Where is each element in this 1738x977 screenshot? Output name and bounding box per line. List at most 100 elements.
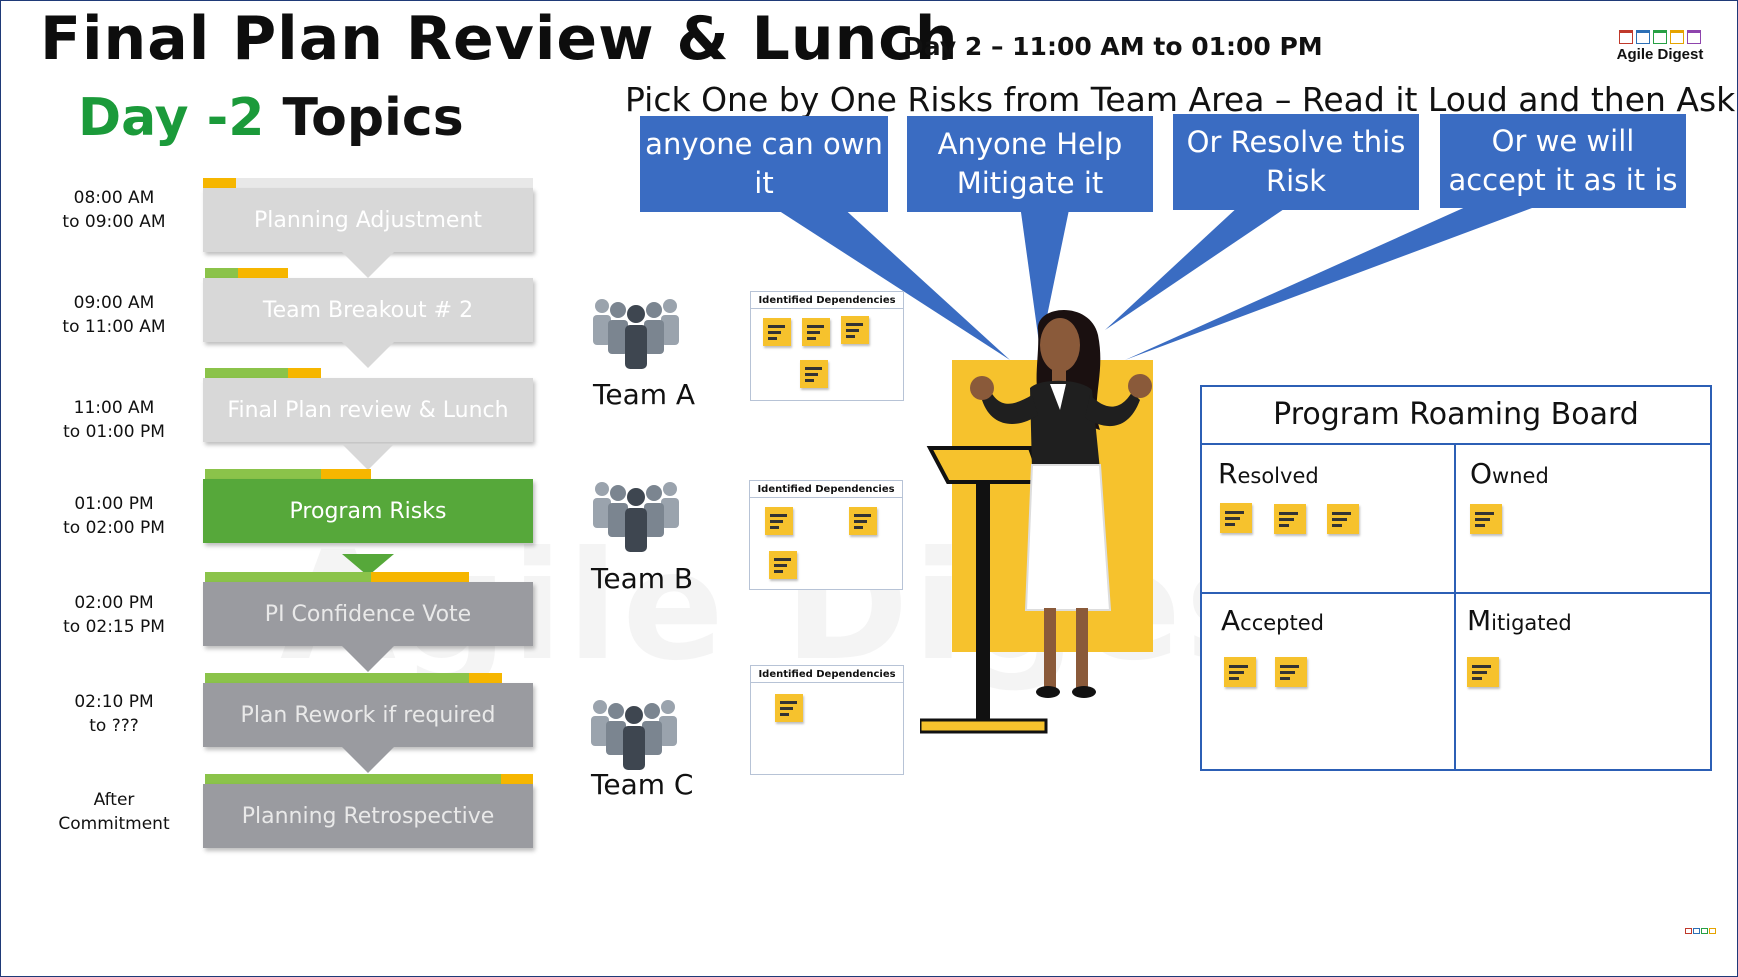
callout-accept: Or we will accept it as it is <box>1440 114 1686 208</box>
topics-heading-label: Topics <box>282 88 464 148</box>
sticky-note-icon <box>1327 504 1359 534</box>
presenter-left-shoe <box>1036 686 1060 698</box>
presenter-neck <box>1052 368 1066 384</box>
dependencies-board-team-b: Identified Dependencies <box>749 480 903 590</box>
schedule-step-current: Program Risks <box>203 479 533 543</box>
presenter-left-leg <box>1044 608 1056 688</box>
callout-resolve: Or Resolve this Risk <box>1173 114 1419 210</box>
corner-logo-icon <box>1680 928 1720 944</box>
sticky-note-icon <box>800 360 828 388</box>
team-people-icon <box>593 299 679 369</box>
time-end: to 01:00 PM <box>63 422 165 442</box>
time-start: 11:00 AM <box>73 398 155 418</box>
schedule-step: Planning Adjustment <box>203 188 533 252</box>
dependencies-board-team-a: Identified Dependencies <box>750 291 904 401</box>
progress-bar <box>371 572 469 584</box>
schedule-step: Team Breakout # 2 <box>203 278 533 342</box>
callout-tail <box>1105 205 1290 330</box>
slide-title: Final Plan Review & Lunch <box>40 4 959 74</box>
schedule-time: 02:10 PM to ??? <box>44 690 184 738</box>
sticky-note-icon <box>802 318 830 346</box>
section-label: wned <box>1492 464 1549 488</box>
section-label: ccepted <box>1240 611 1324 635</box>
progress-bar <box>205 572 371 584</box>
schedule-step: Plan Rework if required <box>203 683 533 747</box>
board-section-mitigated: Mitigated <box>1467 604 1572 637</box>
down-arrow-icon <box>342 342 394 368</box>
time-start: After Commitment <box>58 790 170 834</box>
dependencies-board-team-c: Identified Dependencies <box>750 665 904 775</box>
board-section-resolved: Resolved <box>1218 457 1319 490</box>
progress-bar <box>288 368 321 380</box>
presenter-collar <box>1050 384 1066 410</box>
time-end: to 02:00 PM <box>63 518 165 538</box>
team-a-label: Team A <box>593 378 696 411</box>
progress-bar-track <box>236 178 533 190</box>
board-section-accepted: Accepted <box>1221 604 1324 637</box>
time-start: 02:10 PM <box>74 692 154 712</box>
sticky-note-icon <box>849 507 877 535</box>
callout-tail <box>770 205 1010 360</box>
team-c-label: Team C <box>591 768 694 801</box>
logo-text: Agile Digest <box>1616 46 1704 63</box>
sticky-note-icon <box>763 318 791 346</box>
down-arrow-icon <box>342 646 394 672</box>
presenter-skirt <box>1024 464 1112 611</box>
presenter-right-leg <box>1076 608 1088 688</box>
presenter-illustration <box>920 310 1152 734</box>
sticky-note-icon <box>1224 657 1256 687</box>
schedule-time: 01:00 PM to 02:00 PM <box>44 492 184 540</box>
presenter-right-hand <box>1128 374 1152 398</box>
dependencies-title: Identified Dependencies <box>751 292 903 309</box>
section-initial: R <box>1218 457 1238 490</box>
instruction-text: Pick One by One Risks from Team Area – R… <box>625 80 1736 119</box>
progress-bar <box>205 673 469 685</box>
progress-bar <box>469 673 502 685</box>
sticky-note-icon <box>1275 657 1307 687</box>
progress-bar <box>501 774 533 786</box>
board-section-owned: Owned <box>1470 457 1549 490</box>
section-initial: M <box>1467 604 1492 637</box>
section-label: itigated <box>1491 611 1572 635</box>
section-initial: O <box>1470 457 1493 490</box>
time-start: 09:00 AM <box>73 293 155 313</box>
schedule-time: After Commitment <box>44 788 184 836</box>
sticky-note-icon <box>769 551 797 579</box>
time-end: to 09:00 AM <box>62 212 166 232</box>
schedule-step: PI Confidence Vote <box>203 582 533 646</box>
sticky-note-icon <box>1220 503 1252 533</box>
progress-bar <box>205 268 238 280</box>
podium-top <box>926 446 1045 484</box>
dependencies-title: Identified Dependencies <box>750 481 902 498</box>
sticky-note-icon <box>1274 504 1306 534</box>
schedule-step: Planning Retrospective <box>203 784 533 848</box>
callout-tail <box>1020 205 1070 350</box>
down-arrow-icon <box>342 444 394 470</box>
team-people-icon <box>591 700 677 770</box>
team-people-icon <box>593 482 679 552</box>
progress-bar <box>205 368 288 380</box>
schedule-time: 08:00 AM to 09:00 AM <box>44 186 184 234</box>
sticky-note-icon <box>775 694 803 722</box>
board-divider-horizontal <box>1202 592 1710 594</box>
time-end: to 11:00 AM <box>62 317 166 337</box>
program-roaming-board: Program Roaming Board Resolved Owned Acc… <box>1200 385 1712 771</box>
podium-stand <box>976 480 990 720</box>
sticky-note-icon <box>1467 657 1499 687</box>
down-arrow-icon <box>342 554 394 576</box>
time-end: to 02:15 PM <box>63 617 165 637</box>
schedule-time: 11:00 AM to 01:00 PM <box>44 396 184 444</box>
logo-squares-icon <box>1600 30 1720 44</box>
board-divider-vertical <box>1454 445 1456 769</box>
time-start: 01:00 PM <box>74 494 154 514</box>
team-b-label: Team B <box>591 562 694 595</box>
presenter-right-shoe <box>1072 686 1096 698</box>
progress-bar <box>238 268 288 280</box>
presenter-left-hand <box>970 376 994 400</box>
presenter-face <box>1040 318 1080 372</box>
sticky-note-icon <box>765 507 793 535</box>
dependencies-title: Identified Dependencies <box>751 666 903 683</box>
topics-heading-day: Day -2 <box>78 88 265 148</box>
slide-subtitle: Day 2 – 11:00 AM to 01:00 PM <box>903 32 1323 61</box>
